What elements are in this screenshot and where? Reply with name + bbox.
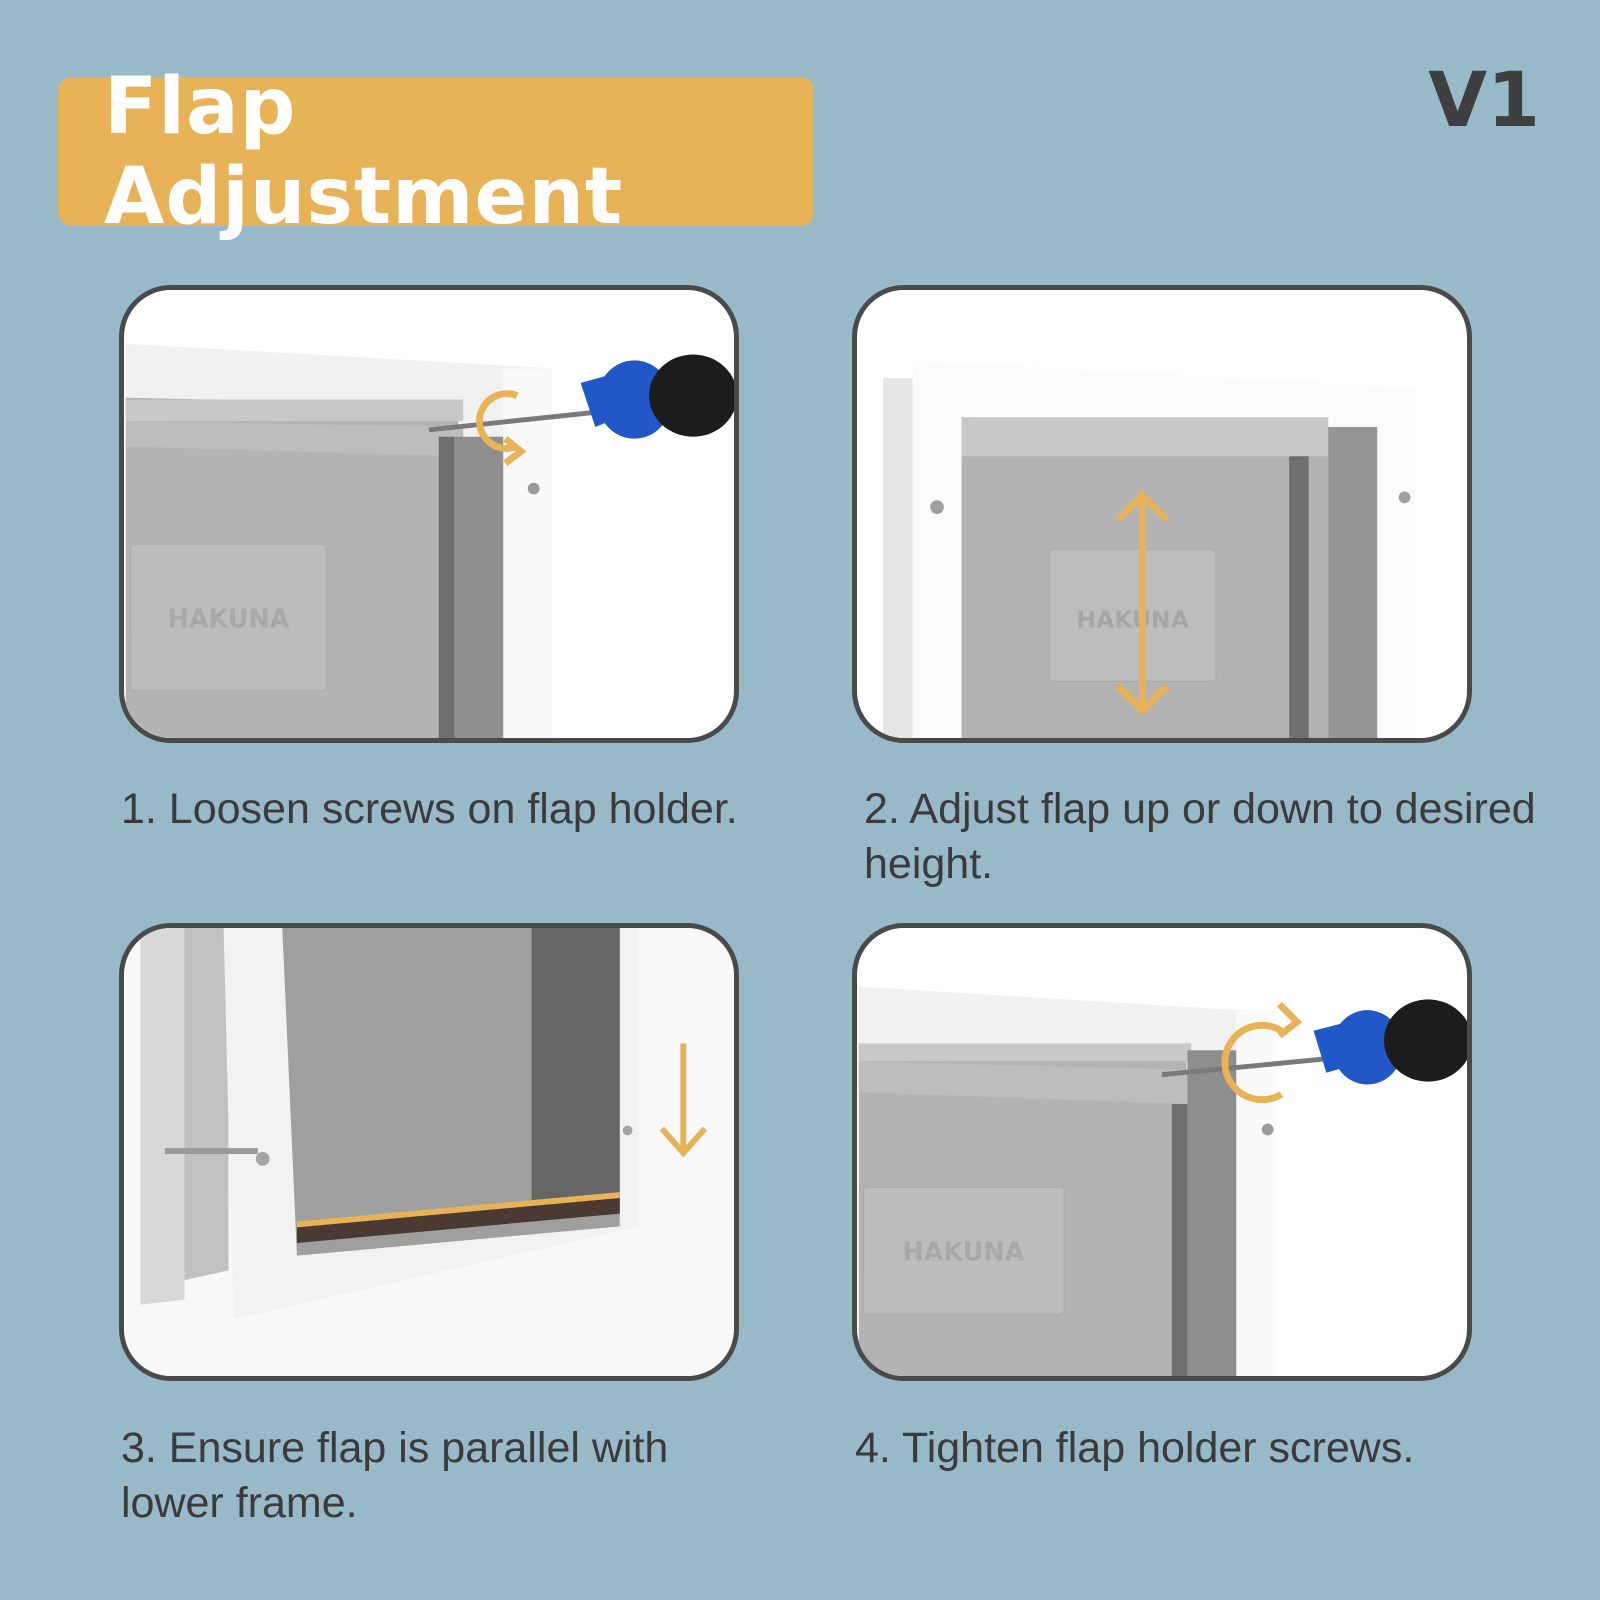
step-4-image: HAKUNA <box>858 928 1467 1376</box>
svg-text:HAKUNA: HAKUNA <box>903 1237 1025 1267</box>
step-1-illustration: HAKUNA <box>119 285 739 743</box>
step-1-image: HAKUNA <box>125 290 734 738</box>
step-2-illustration: HAKUNA <box>852 285 1472 743</box>
step-3-illustration <box>119 923 739 1381</box>
step-4-caption: 4. Tighten flap holder screws. <box>855 1424 1415 1472</box>
step-2-image: HAKUNA <box>858 290 1466 738</box>
version-label: V1 <box>1428 55 1540 144</box>
step-2-caption: 2. Adjust flap up or down to desired hei… <box>864 785 1536 888</box>
svg-text:HAKUNA: HAKUNA <box>1076 605 1189 633</box>
step-4-illustration: HAKUNA <box>852 923 1472 1381</box>
page-title: Flap Adjustment <box>104 61 624 242</box>
title-banner: Flap Adjustment <box>58 62 814 242</box>
step-1-caption: 1. Loosen screws on flap holder. <box>121 785 738 833</box>
svg-text:HAKUNA: HAKUNA <box>168 603 290 633</box>
step-3-image <box>125 928 733 1376</box>
step-3-caption: 3. Ensure flap is parallel with lower fr… <box>121 1424 669 1527</box>
